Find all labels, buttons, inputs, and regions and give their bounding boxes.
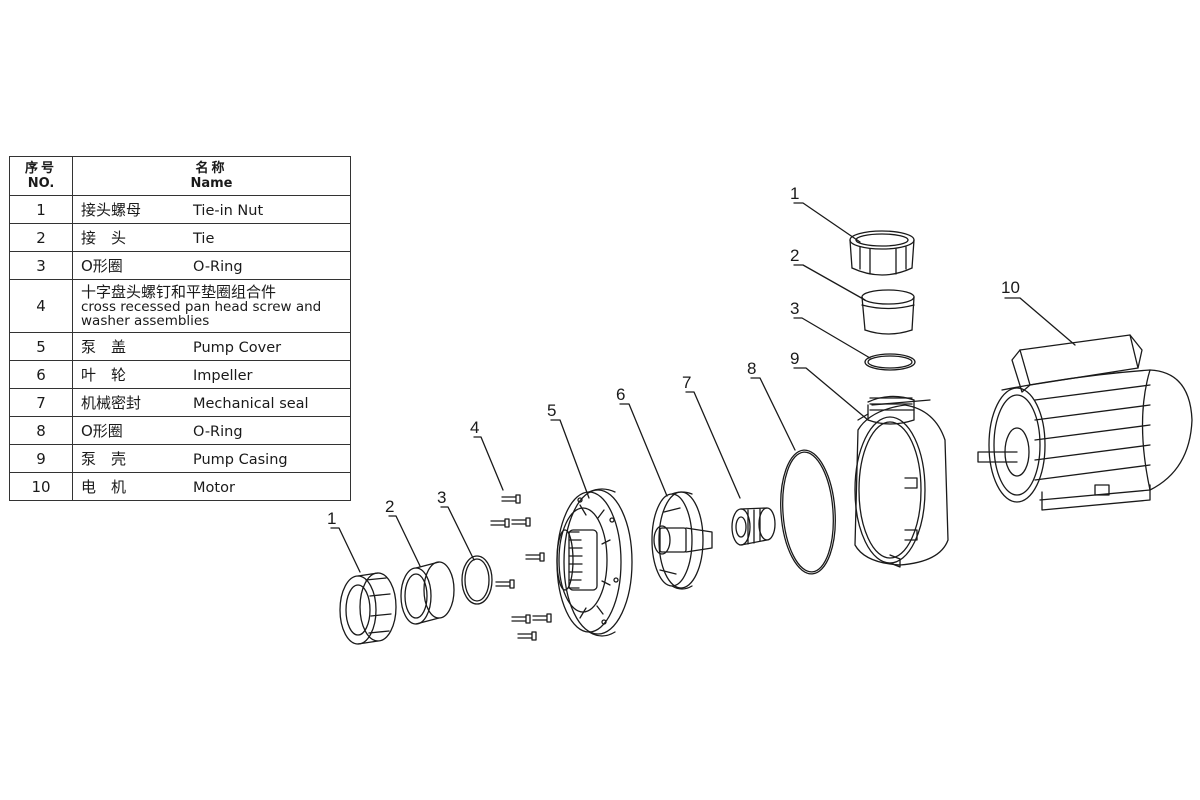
leader-1-bottom [330, 527, 361, 573]
leader-2-top [793, 264, 866, 301]
pump-cover [556, 488, 633, 637]
callout-8: 8 [747, 359, 756, 378]
leader-1-top [793, 202, 861, 243]
row-number: 4 [9, 279, 73, 333]
leader-5 [550, 419, 590, 499]
callout-5: 5 [547, 401, 556, 420]
o-ring-bottom [461, 555, 493, 605]
header-no: 序号 NO. [9, 156, 73, 196]
callout-2-bottom: 2 [385, 497, 394, 516]
callout-4: 4 [470, 418, 479, 437]
tie-in-nut-bottom [339, 572, 397, 645]
row-number: 10 [9, 472, 73, 501]
callout-7: 7 [682, 373, 691, 392]
leader-2-bottom [388, 515, 421, 567]
callout-2-top: 2 [790, 246, 799, 265]
table-row: 4 十字盘头螺钉和平垫圈组合件 cross recessed pan head … [9, 279, 351, 333]
leader-10 [1004, 297, 1076, 346]
mechanical-seal [731, 507, 776, 546]
leader-6 [619, 403, 668, 497]
table-header-row: 序号 NO. 名称 Name [9, 156, 351, 196]
leader-3-top [793, 317, 871, 359]
callout-9: 9 [790, 349, 799, 368]
leader-3-bottom [440, 506, 475, 561]
header-name: 名称 Name [72, 156, 351, 196]
callout-1-bottom: 1 [327, 509, 336, 528]
callouts: 1 2 3 4 5 6 7 8 9 10 1 2 3 [327, 184, 1076, 573]
callout-10: 10 [1001, 278, 1020, 297]
leader-7 [685, 391, 741, 499]
row-number: 2 [9, 223, 73, 252]
impeller [651, 491, 713, 590]
o-ring-large [780, 449, 836, 575]
tie-in-nut-top [849, 230, 915, 276]
tie-bottom [400, 561, 455, 625]
callout-3-top: 3 [790, 299, 799, 318]
screws [490, 494, 552, 641]
row-name: 十字盘头螺钉和平垫圈组合件 cross recessed pan head sc… [72, 279, 351, 333]
pump-casing [854, 395, 949, 568]
callout-1-top: 1 [790, 184, 799, 203]
o-ring-top [864, 353, 916, 371]
row-number: 5 [9, 332, 73, 361]
tie-top [861, 289, 915, 335]
row-number: 9 [9, 444, 73, 473]
motor [977, 334, 1193, 511]
leader-4 [473, 436, 504, 491]
row-number: 6 [9, 360, 73, 389]
leader-9 [793, 367, 869, 421]
callout-3-bottom: 3 [437, 488, 446, 507]
callout-6: 6 [616, 385, 625, 404]
leader-8 [750, 377, 796, 451]
